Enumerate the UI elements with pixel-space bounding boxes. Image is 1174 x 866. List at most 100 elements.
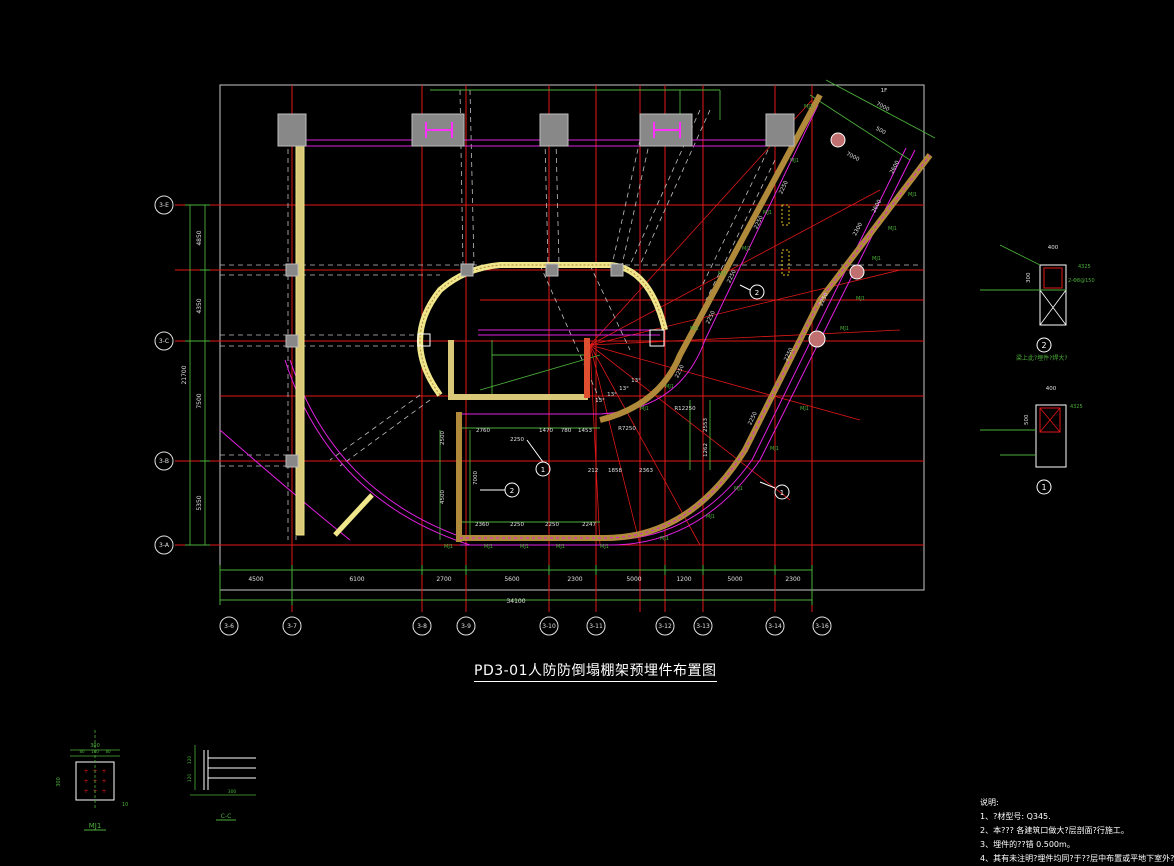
- dim-text: 2700: [436, 576, 451, 583]
- axis-col-label: 3-14: [768, 623, 782, 630]
- dim-text: 2250: [705, 310, 717, 326]
- dim-text: 1858: [608, 468, 622, 474]
- section-tag-number: 1: [780, 489, 784, 497]
- mj-tag: MJ1: [444, 544, 453, 550]
- dim-text: 2250: [510, 437, 524, 443]
- green-lines: [189, 79, 936, 601]
- note-item: 2、本??? 各建筑口做大?层剖面?行施工。: [980, 826, 1129, 835]
- section-dim: 300: [228, 789, 237, 795]
- dim-total: 34100: [506, 598, 525, 605]
- dim-text: 5000: [727, 576, 742, 583]
- mj-tag: MJ1: [665, 384, 674, 390]
- column-axis-labels: 3-6 3-7 3-8 3-9 3-10 3-11 3-12 3-13 3-14…: [224, 623, 829, 630]
- dim-text: 5350: [196, 495, 203, 510]
- detail-label: 1: [1041, 483, 1046, 492]
- detail-dim: 4325: [1078, 264, 1091, 270]
- dim-text: 13°: [631, 378, 641, 384]
- mj-tag: MJ1: [484, 544, 493, 550]
- mj-tag: MJ1: [556, 544, 565, 550]
- svg-text:+: +: [83, 768, 88, 775]
- dim-text: 13°: [607, 392, 617, 398]
- svg-text:+: +: [101, 788, 106, 795]
- mj-tag: MJ1: [872, 256, 881, 262]
- dim-text: 500: [874, 126, 887, 136]
- mj1-dim: 80: [105, 749, 111, 754]
- dim-text: 2300: [852, 222, 864, 238]
- row-axis-labels: 3-E 3-C 3-B 3-A: [159, 202, 170, 549]
- dim-text: 13°: [619, 386, 629, 392]
- note-item: 1、?材型号: Q345.: [980, 812, 1051, 821]
- mj1-dim: 300: [90, 743, 100, 749]
- mj-tag: MJ1: [790, 158, 799, 164]
- detail-dim: 400: [1048, 245, 1059, 251]
- dim-text: 2250: [783, 347, 795, 363]
- mj-tag: MJ1: [600, 544, 609, 550]
- dim-text: 7000: [845, 151, 861, 163]
- section-tag-number: 2: [510, 487, 514, 495]
- red-grid: [175, 85, 924, 612]
- note-item: 3、埋件的??错 0.500m。: [980, 840, 1075, 849]
- left-dimensions: 4850 4350 7500 5350 21700: [181, 230, 203, 510]
- steel-h-marks: [425, 122, 681, 138]
- dim-text: 1470: [539, 428, 553, 434]
- detail-dim: 500: [1024, 414, 1030, 425]
- dim-text: 2760: [476, 428, 490, 434]
- dim-text: 2250: [753, 215, 765, 231]
- yellow-markers: [781, 204, 790, 276]
- note-item: 4、其有未注明?埋件均同?于??层中布置或平地下室外?: [980, 854, 1174, 863]
- svg-text:+: +: [101, 768, 106, 775]
- inner-dimensions: 2760 2250 1470 780 1453 2360 2250 2250 2…: [440, 378, 709, 528]
- mj1-label: MJ1: [89, 822, 102, 830]
- axis-col-label: 3-7: [287, 623, 297, 630]
- axis-row-label: 3-E: [159, 202, 169, 209]
- mj1-dim: 10: [122, 802, 128, 808]
- cad-drawing: 3-6 3-7 3-8 3-9 3-10 3-11 3-12 3-13 3-14…: [56, 79, 1095, 831]
- dim-text: 2600: [871, 199, 883, 215]
- mj1-dim: 140: [91, 749, 99, 754]
- level-label: 1F: [881, 88, 888, 94]
- axis-col-label: 3-12: [658, 623, 672, 630]
- detail-1: 1 400 4325 500: [980, 386, 1083, 495]
- dim-text: 1200: [676, 576, 691, 583]
- arc-dimensions: 2250 2250 2250 2250 2250 2250 2250 2250: [674, 180, 830, 427]
- curved-wall: [460, 93, 933, 541]
- dim-text: 2250: [726, 269, 738, 285]
- dashed-lines: [220, 89, 920, 540]
- dim-text: R7250: [618, 426, 636, 432]
- dim-text: 5000: [626, 576, 641, 583]
- axis-col-label: 3-6: [224, 623, 234, 630]
- dim-text: 13°: [595, 398, 605, 404]
- detail-2: 2 梁上此?埋件?焊大? 400 4325 300 2-Φ8@150: [980, 244, 1095, 362]
- mj-tag: MJ1: [734, 486, 743, 492]
- dim-text: 2250: [545, 522, 559, 528]
- dim-text: 2247: [582, 522, 596, 528]
- axis-col-label: 3-13: [696, 623, 710, 630]
- mj-tags: MJ1 MJ1 MJ1 MJ1 MJ1 MJ1 MJ1 MJ1 MJ1 MJ1 …: [444, 104, 917, 550]
- sheet-frame: [219, 84, 925, 591]
- dim-ticks: [185, 204, 813, 605]
- detail-label: 2: [1041, 341, 1046, 350]
- drawing-title: PD3-01人防防倒塌棚架预埋件布置图: [474, 660, 717, 682]
- dim-text: 2360: [475, 522, 489, 528]
- dim-text: 2250: [818, 292, 830, 308]
- mj-tag: MJ1: [804, 104, 813, 110]
- section-tags: [480, 284, 790, 500]
- radial-lines: [589, 99, 901, 546]
- dim-text: 780: [561, 428, 572, 434]
- mj1-detail: +++ +++ +++ MJ1 300 80 140 80 300 10: [56, 730, 128, 831]
- detail-dim: 400: [1046, 386, 1057, 392]
- axis-col-label: 3-8: [417, 623, 427, 630]
- axis-col-label: 3-16: [815, 623, 829, 630]
- dim-text: 6100: [349, 576, 364, 583]
- detail-dim: 2-Φ8@150: [1068, 278, 1095, 284]
- white-squares: [417, 329, 665, 347]
- mj-tag: MJ1: [690, 326, 699, 332]
- detail-note: 梁上此?埋件?焊大?: [1016, 354, 1068, 362]
- mj-tag: MJ1: [856, 296, 865, 302]
- dim-text: 4500: [440, 490, 446, 504]
- mj-tag: MJ1: [660, 536, 669, 542]
- svg-text:+: +: [101, 778, 106, 785]
- dim-text: 2250: [778, 180, 790, 196]
- dim-text: 2300: [567, 576, 582, 583]
- mj1-dim: 80: [79, 749, 85, 754]
